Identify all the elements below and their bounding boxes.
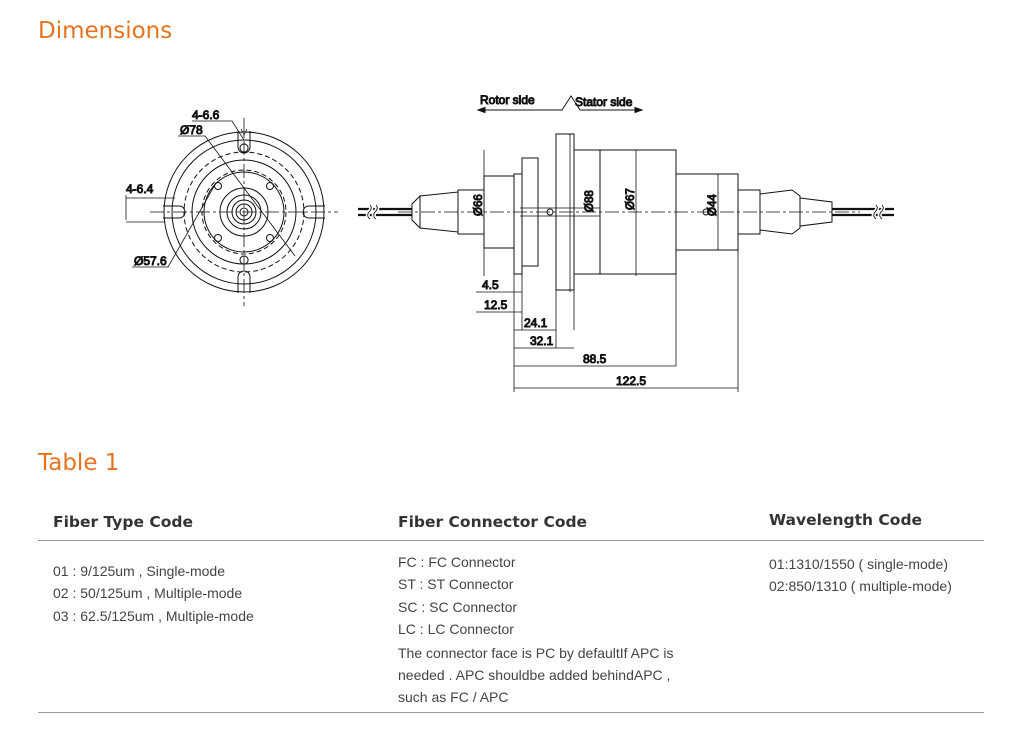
list-item: FC : FC Connector: [398, 554, 516, 570]
list-item: SC : SC Connector: [398, 598, 518, 615]
connector-header: Fiber Connector Code: [398, 513, 588, 531]
label-rotor-side: Rotor side: [480, 93, 535, 107]
list-item: 03 : 62.5/125um , Multiple-mode: [53, 607, 254, 624]
wavelength-column: Wavelength Code 01:1310/1550 ( single-mo…: [769, 508, 952, 598]
dimension-drawing: 4-6.6 Ø78 4-6.4 Ø57.6: [125, 93, 894, 392]
wavelength-header: Wavelength Code: [769, 511, 923, 529]
label-holes: 4-6.6: [192, 108, 220, 122]
connector-column: Fiber Connector Code FC : FC Connector S…: [398, 510, 678, 708]
front-view: [125, 118, 338, 306]
label-l885: 88.5: [583, 352, 607, 366]
connector-note: The connector face is PC by defaultIf AP…: [398, 644, 674, 705]
header-divider: [38, 540, 984, 541]
label-l321: 32.1: [530, 334, 554, 348]
list-item: LC : LC Connector: [398, 621, 514, 638]
label-d88: Ø88: [584, 190, 596, 212]
fiber-type-header: Fiber Type Code: [53, 513, 194, 531]
list-item: 01 : 9/125um , Single-mode: [53, 563, 225, 579]
label-d67: Ø67: [625, 188, 637, 210]
list-item: 02 : 50/125um , Multiple-mode: [53, 585, 243, 602]
label-l45: 4.5: [482, 278, 499, 292]
label-slots: 4-6.4: [126, 182, 154, 196]
label-d44: Ø44: [707, 194, 719, 216]
label-l1225: 122.5: [616, 374, 646, 388]
label-d78: Ø78: [180, 123, 203, 137]
table-title: Table 1: [38, 450, 120, 476]
label-d66: Ø66: [473, 194, 485, 216]
fiber-type-column: Fiber Type Code 01 : 9/125um , Single-mo…: [53, 510, 254, 627]
label-l241: 24.1: [524, 316, 548, 330]
side-view: [358, 95, 894, 392]
dimensions-title: Dimensions: [38, 18, 173, 44]
list-item: 01:1310/1550 ( single-mode): [769, 556, 949, 572]
list-item: 02:850/1310 ( multiple-mode): [769, 578, 952, 595]
table-bottom-divider: [38, 712, 984, 713]
label-l125: 12.5: [484, 298, 508, 312]
list-item: ST : ST Connector: [398, 576, 514, 593]
label-d576: Ø57.6: [134, 254, 167, 268]
label-stator-side: Stator side: [575, 95, 633, 109]
